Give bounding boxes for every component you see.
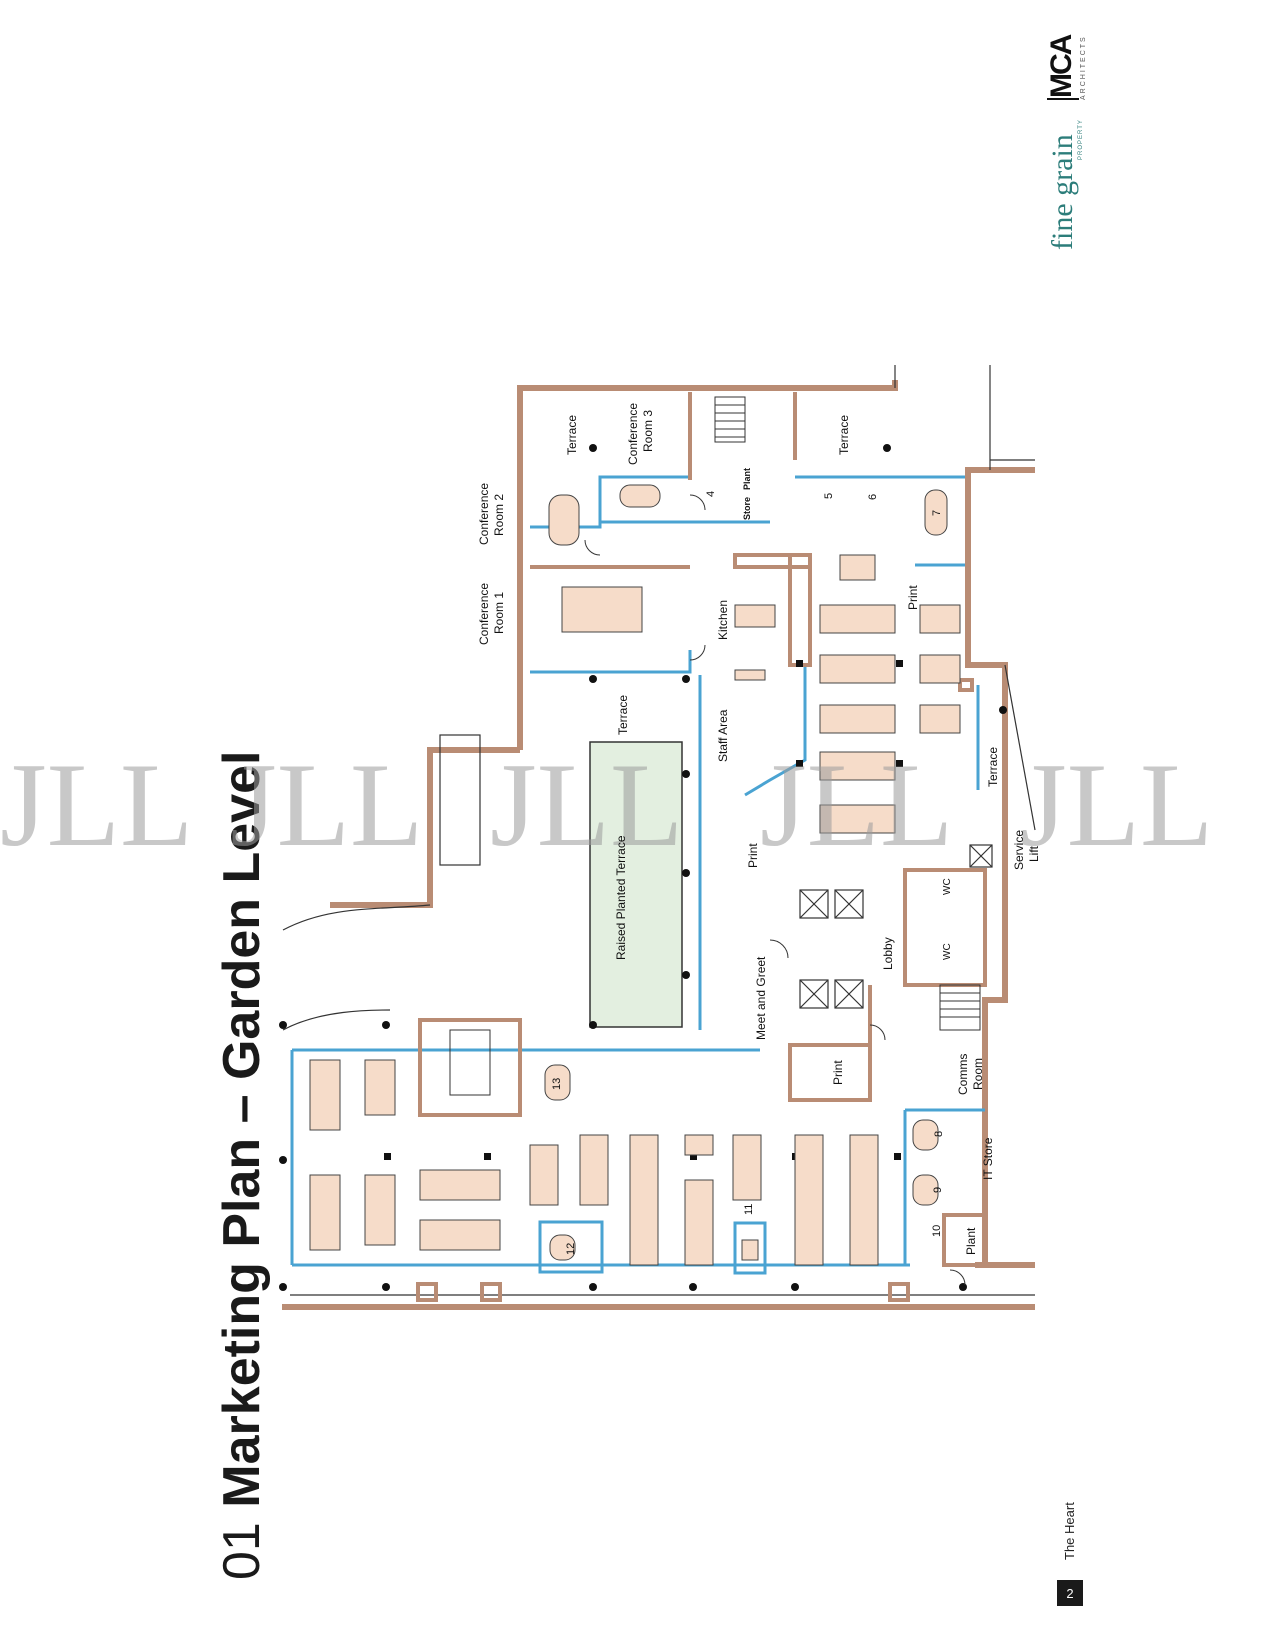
- stairs: [449, 396, 981, 1096]
- label-plant-top: Plant: [742, 468, 752, 490]
- label-conf-room-3a: Conference: [626, 403, 640, 465]
- jll-watermark: JLL JLL JLL JLL JLL: [0, 738, 1213, 871]
- label-conf-room-2a: Conference: [477, 483, 491, 545]
- label-terrace-middle: Terrace: [616, 695, 630, 735]
- room-number-10: 10: [931, 1225, 943, 1237]
- label-store: Store: [742, 497, 752, 520]
- label-comms-room-a: Comms: [956, 1054, 970, 1095]
- room-number-6: 6: [867, 494, 879, 500]
- label-conf-room-3b: Room 3: [641, 410, 655, 452]
- label-service-lift-a: Service: [1012, 830, 1026, 870]
- room-labels: Terrace Conference Room 3 Conference Roo…: [477, 403, 1041, 1255]
- page-number-badge: 2: [1057, 1580, 1083, 1606]
- label-conf-room-1b: Room 1: [492, 592, 506, 634]
- furniture: [309, 484, 961, 1266]
- raised-planted-terrace: [589, 741, 683, 1028]
- svg-text:JLL: JLL: [760, 738, 953, 871]
- label-meet-and-greet: Meet and Greet: [754, 956, 768, 1040]
- label-wc-1: WC: [942, 878, 953, 895]
- label-raised-planted-terrace: Raised Planted Terrace: [614, 835, 628, 960]
- label-lobby: Lobby: [881, 937, 895, 970]
- svg-text:JLL: JLL: [230, 738, 423, 871]
- meeting-room-numbers: 4 5 6 7 8 9 10 11 12 13: [551, 491, 945, 1255]
- label-staff-area: Staff Area: [716, 709, 730, 762]
- room-number-8: 8: [933, 1131, 945, 1137]
- label-print-3: Print: [831, 1060, 845, 1085]
- svg-text:JLL: JLL: [0, 738, 193, 871]
- door-swings: [584, 494, 966, 1286]
- room-number-11: 11: [743, 1204, 755, 1215]
- label-plant-bottom: Plant: [964, 1227, 978, 1255]
- columns: [279, 444, 1007, 1291]
- room-number-7: 7: [931, 510, 943, 516]
- label-print-2: Print: [906, 585, 920, 610]
- label-print-1: Print: [746, 843, 760, 868]
- label-it-store: IT Store: [981, 1137, 995, 1180]
- label-comms-room-b: Room: [971, 1058, 985, 1090]
- lifts: [799, 844, 993, 1009]
- label-terrace-top-right: Terrace: [837, 415, 851, 455]
- svg-text:JLL: JLL: [490, 738, 683, 871]
- svg-text:JLL: JLL: [1020, 738, 1213, 871]
- label-wc-2: WC: [942, 943, 953, 960]
- room-number-13: 13: [551, 1078, 563, 1090]
- room-number-4: 4: [705, 491, 717, 497]
- label-terrace-top-left: Terrace: [565, 415, 579, 455]
- interior-walls: [416, 392, 987, 1302]
- room-number-9: 9: [932, 1187, 944, 1193]
- logo-divider: [1047, 98, 1079, 100]
- label-conf-room-2b: Room 2: [492, 494, 506, 536]
- label-service-lift-b: Lift: [1027, 845, 1041, 862]
- label-terrace-right: Terrace: [986, 747, 1000, 787]
- room-number-12: 12: [565, 1243, 577, 1255]
- room-number-5: 5: [823, 493, 835, 499]
- label-kitchen: Kitchen: [716, 600, 730, 640]
- context-lines: [282, 365, 1036, 1296]
- label-conf-room-1a: Conference: [477, 583, 491, 645]
